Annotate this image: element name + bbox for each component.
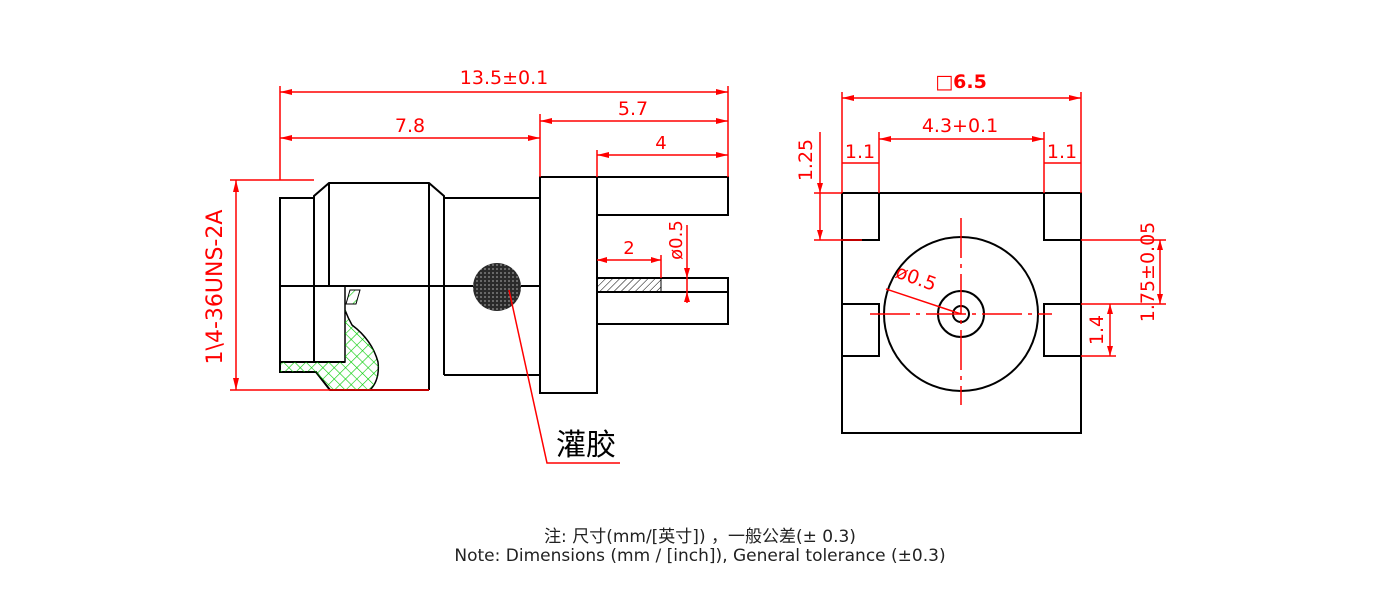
svg-text:ø0.5: ø0.5: [666, 220, 687, 260]
side-view: 灌胶 13.5±0.1 7.8 5.7: [203, 67, 729, 464]
note-english: Note: Dimensions (mm / [inch]), General …: [454, 546, 946, 566]
svg-text:5.7: 5.7: [618, 98, 648, 120]
tab-mid-left: [841, 303, 880, 357]
dim-rear-length: 7.8: [280, 114, 541, 177]
dim-overall-length: 13.5±0.1: [279, 67, 729, 180]
svg-text:1\4-36UNS-2A: 1\4-36UNS-2A: [203, 210, 228, 365]
svg-text:1.4: 1.4: [1086, 315, 1108, 345]
svg-text:1.75±0.05: 1.75±0.05: [1137, 222, 1159, 323]
dim-pin-segment: 2: [597, 238, 662, 278]
dim-pin-diameter: ø0.5: [666, 220, 690, 303]
tab-mid-right: [1043, 303, 1082, 357]
dim-thread: 1\4-36UNS-2A: [203, 179, 429, 391]
hole-diameter-leader: [885, 288, 962, 315]
dim-side-offset: 1.75±0.05: [1081, 222, 1166, 323]
dim-center-width: 4.3+0.1: [878, 115, 1045, 193]
front-view: ø0.5 □6.5 4.3+0.1 1.1 1.1: [795, 71, 1166, 434]
hole-diameter-label: ø0.5: [893, 261, 940, 296]
svg-text:1.25: 1.25: [795, 139, 817, 181]
svg-text:1.1: 1.1: [845, 141, 875, 163]
dim-square-size: □6.5: [841, 71, 1082, 193]
callout-leader: [508, 289, 620, 464]
note-chinese: 注: 尺寸(mm/[英寸]) ，一般公差(± 0.3): [544, 527, 856, 547]
svg-text:□6.5: □6.5: [935, 71, 987, 93]
dim-top-tab-height: 1.25: [795, 132, 862, 241]
svg-text:1.1: 1.1: [1047, 141, 1077, 163]
callout-label: 灌胶: [556, 428, 616, 463]
dim-tab-height: 1.4: [1081, 304, 1116, 357]
pin-hatch: [596, 277, 662, 293]
tab-top-left: [841, 192, 880, 241]
svg-text:13.5±0.1: 13.5±0.1: [460, 67, 548, 89]
dim-front-length: 5.7: [540, 98, 728, 124]
tab-top-right: [1043, 192, 1082, 241]
dim-right-margin: 1.1: [1044, 141, 1081, 164]
svg-text:2: 2: [623, 238, 634, 259]
dim-pin-length: 4: [596, 133, 728, 177]
svg-text:4.3+0.1: 4.3+0.1: [922, 115, 998, 137]
dim-left-margin: 1.1: [842, 141, 879, 164]
svg-text:7.8: 7.8: [395, 115, 425, 137]
potting-blob: [473, 263, 521, 311]
svg-text:4: 4: [655, 133, 666, 154]
